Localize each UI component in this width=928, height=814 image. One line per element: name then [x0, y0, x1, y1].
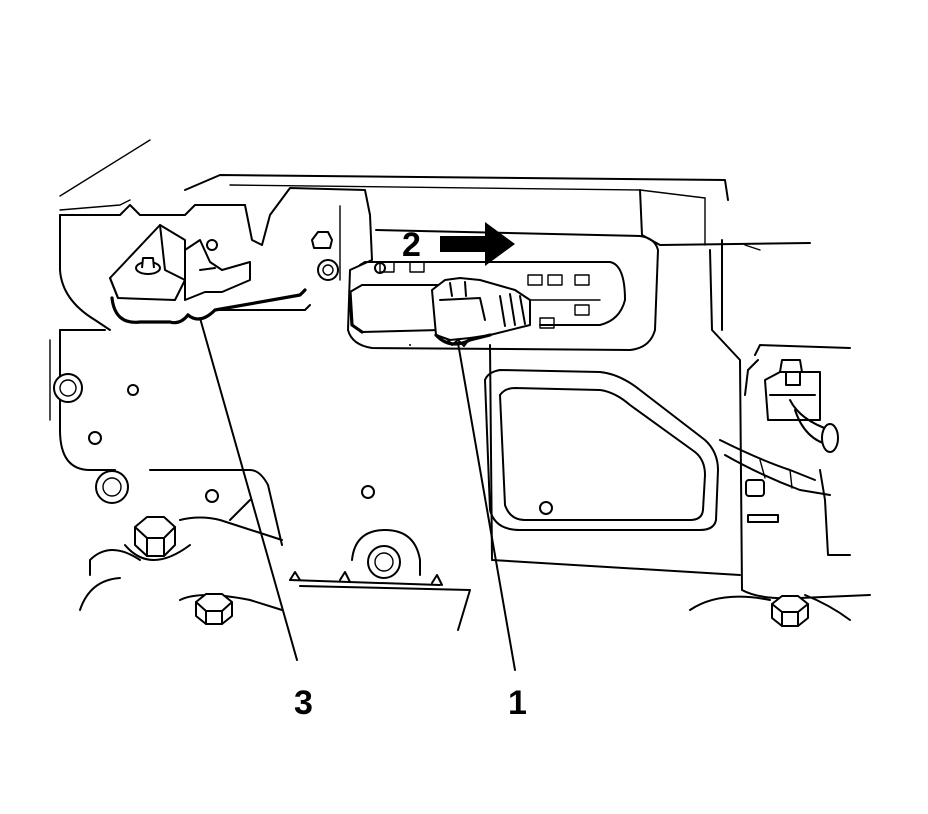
- side-connector: [719, 344, 851, 556]
- left-bracket: [109, 224, 311, 325]
- callout-1: 1: [508, 684, 527, 722]
- callout-3: 3: [294, 684, 313, 722]
- connector-slot: [359, 261, 626, 329]
- bolt-upper-left: [124, 516, 191, 561]
- mounting-plate: [49, 187, 871, 600]
- leader-lines: [199, 317, 516, 671]
- bolt-lower-right: [771, 595, 809, 627]
- upper-panel: [59, 139, 811, 246]
- plate-studs: [53, 231, 386, 504]
- leader-line-3: [199, 317, 298, 661]
- bolt-lower-left: [195, 593, 233, 625]
- leader-line-1: [457, 342, 516, 671]
- access-window: [484, 369, 719, 531]
- callout-2: 2: [402, 226, 421, 264]
- direction-arrow: [440, 222, 515, 266]
- connector: [348, 277, 531, 347]
